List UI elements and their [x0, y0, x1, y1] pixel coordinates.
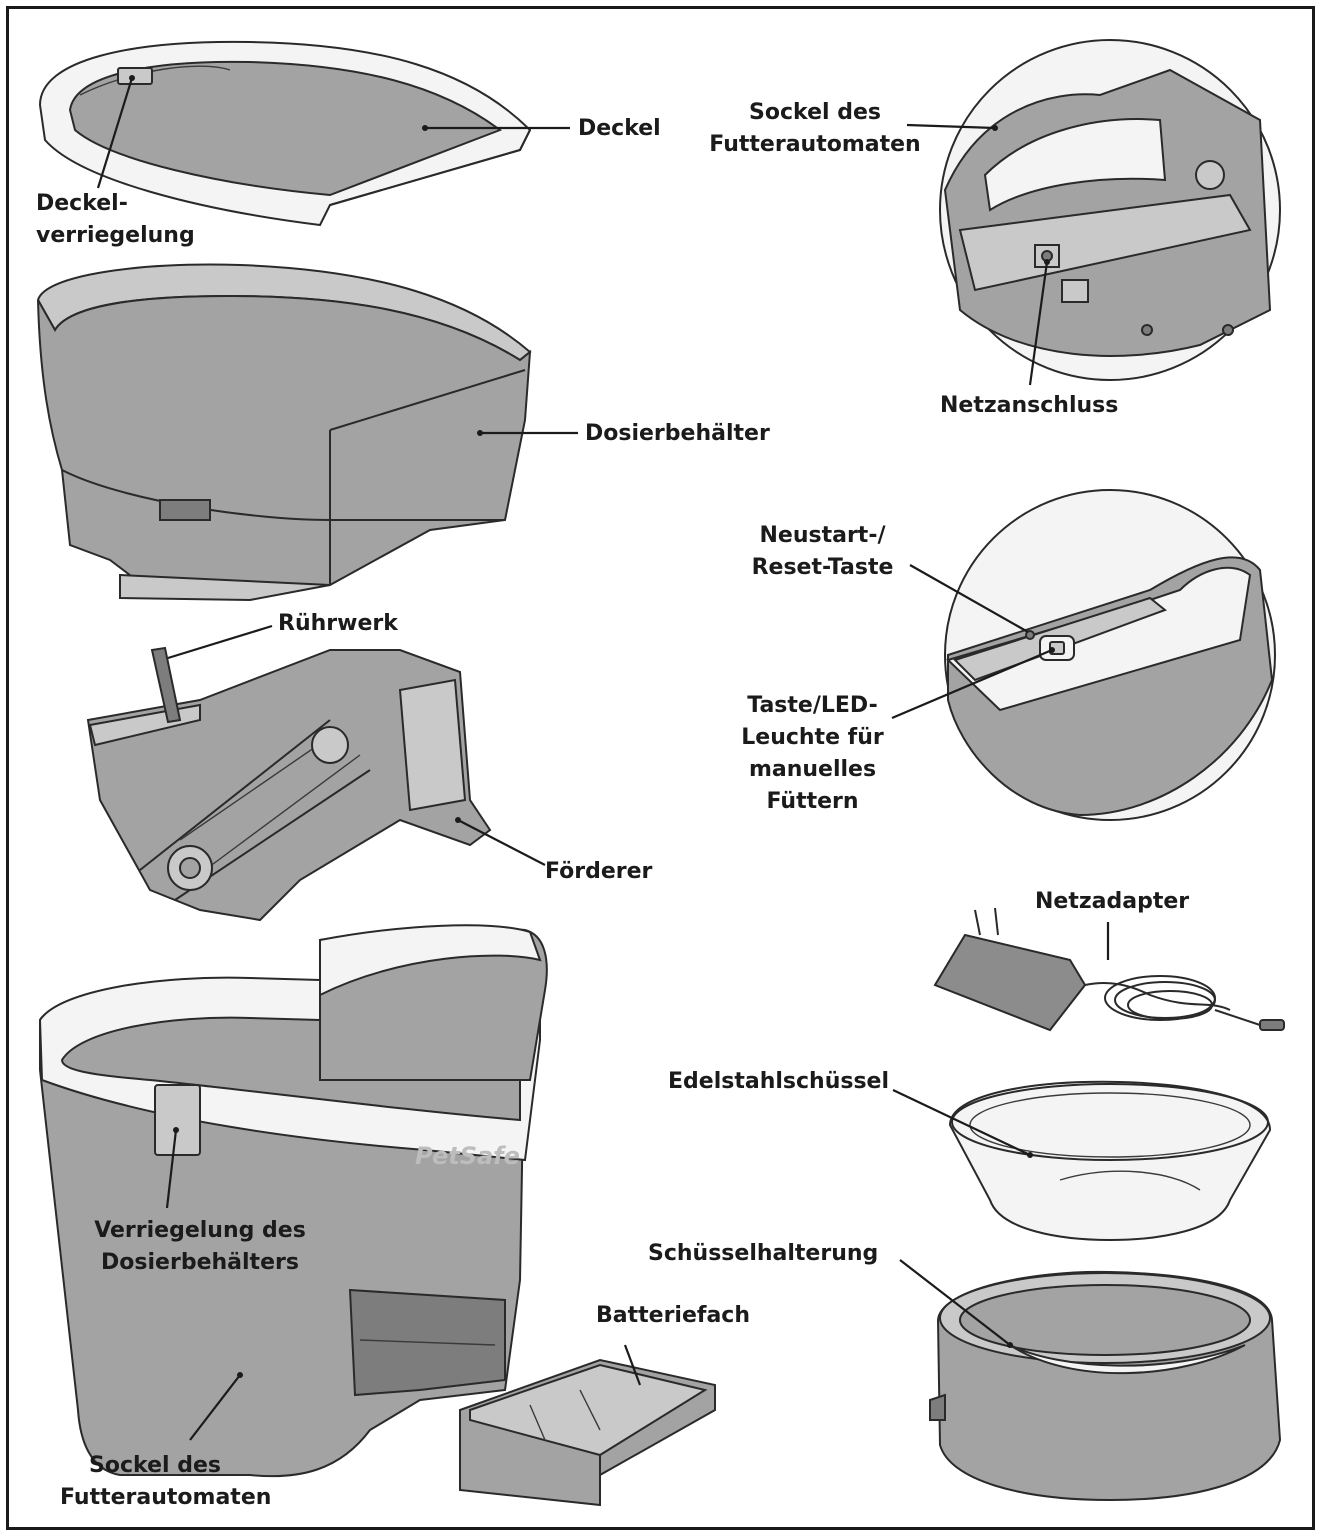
battery-tray-illustration: [459, 1358, 716, 1507]
label-manual-line4: Füttern: [766, 789, 859, 814]
label-hopper-lock-line2: Dosierbehälters: [101, 1250, 299, 1275]
label-power-port: Netzanschluss: [940, 393, 1119, 418]
label-lid: Deckel: [578, 116, 661, 141]
label-manual-line3: manuelles: [748, 757, 877, 782]
label-base-detail-line2: Futterautomaten: [709, 132, 921, 157]
label-battery: Batteriefach: [596, 1303, 750, 1328]
button-detail-illustration: [944, 489, 1276, 821]
label-hopper: Dosierbehälter: [585, 421, 770, 446]
label-manual-line2: Leuchte für: [741, 725, 884, 750]
power-adapter-illustration: [933, 907, 1285, 1032]
feeder-base-illustration: [38, 924, 548, 1478]
label-base-line1: Sockel des: [89, 1453, 221, 1478]
label-bowl: Edelstahlschüssel: [668, 1069, 890, 1094]
brand-logo-text: PetSafe: [415, 1142, 520, 1170]
label-lid-lock-line2: verriegelung: [36, 223, 195, 248]
label-bowl-holder: Schüsselhalterung: [648, 1241, 879, 1266]
bowl-illustration: [948, 1080, 1272, 1242]
label-lid-lock-line1: Deckel-: [36, 191, 128, 216]
label-reset-line1: Neustart-/: [759, 523, 886, 548]
label-agitator: Rührwerk: [278, 611, 398, 636]
label-base-line2: Futterautomaten: [60, 1485, 272, 1510]
hopper-illustration: [36, 263, 532, 602]
label-adapter: Netzadapter: [1035, 889, 1190, 914]
label-reset-line2: Reset-Taste: [751, 555, 894, 580]
label-conveyor: Förderer: [545, 859, 653, 884]
leader-lines: [96, 75, 1110, 1441]
base-detail-illustration: [939, 39, 1281, 381]
label-base-detail-line1: Sockel des: [749, 100, 881, 125]
lid-illustration: [38, 40, 532, 227]
label-hopper-lock-line1: Verriegelung des: [94, 1218, 306, 1243]
label-manual-line1: Taste/LED-: [747, 693, 878, 718]
bowl-holder-illustration: [929, 1270, 1282, 1502]
conveyor-illustration: [86, 646, 492, 922]
